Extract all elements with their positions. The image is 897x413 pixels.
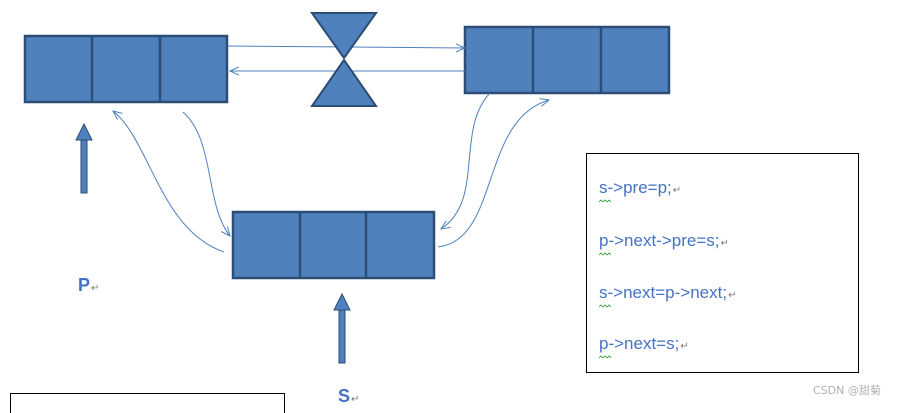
code-line: s->next=p->next;↵ [599, 283, 737, 308]
pointer-arrow-s [333, 292, 351, 364]
node-s [231, 210, 436, 280]
code-line-text: p->next->pre=s; [599, 231, 720, 250]
paragraph-mark: ↵ [720, 238, 729, 249]
pointer-arrow-p [75, 122, 93, 194]
paragraph-mark: ↵ [91, 283, 100, 294]
paragraph-mark: ↵ [728, 290, 737, 301]
code-box: s->pre=p;↵ p->next->pre=s;↵ s->next=p->n… [586, 153, 859, 373]
code-line: p->next=s;↵ [599, 334, 689, 359]
code-line-text: p->next=s; [599, 334, 680, 353]
code-line-text: s->next=p->next; [599, 283, 728, 302]
code-line: s->pre=p;↵ [599, 178, 682, 203]
cut-symbol [310, 12, 378, 107]
code-line: p->next->pre=s;↵ [599, 231, 729, 256]
code-line-text: s->pre=p; [599, 178, 672, 197]
spellcheck-underline [599, 252, 611, 256]
node-p [23, 34, 229, 104]
link-p-to-s-inner [182, 111, 230, 236]
pointer-label-p-text: P [78, 275, 91, 295]
pointer-label-s-text: S [338, 386, 351, 406]
link-s-to-p-outer [113, 111, 225, 253]
paragraph-mark: ↵ [680, 341, 689, 352]
pointer-label-s: S↵ [338, 386, 359, 407]
spellcheck-underline [599, 304, 611, 308]
link-next-to-s [441, 92, 491, 229]
paragraph-mark: ↵ [672, 185, 682, 196]
pointer-label-p: P↵ [78, 275, 99, 296]
partial-frame [10, 393, 285, 413]
paragraph-mark: ↵ [351, 394, 360, 405]
node-next [463, 25, 671, 95]
watermark: CSDN @甜菊 [813, 384, 881, 397]
spellcheck-underline [599, 355, 611, 359]
spellcheck-underline [599, 199, 611, 203]
link-s-to-next [437, 100, 549, 248]
